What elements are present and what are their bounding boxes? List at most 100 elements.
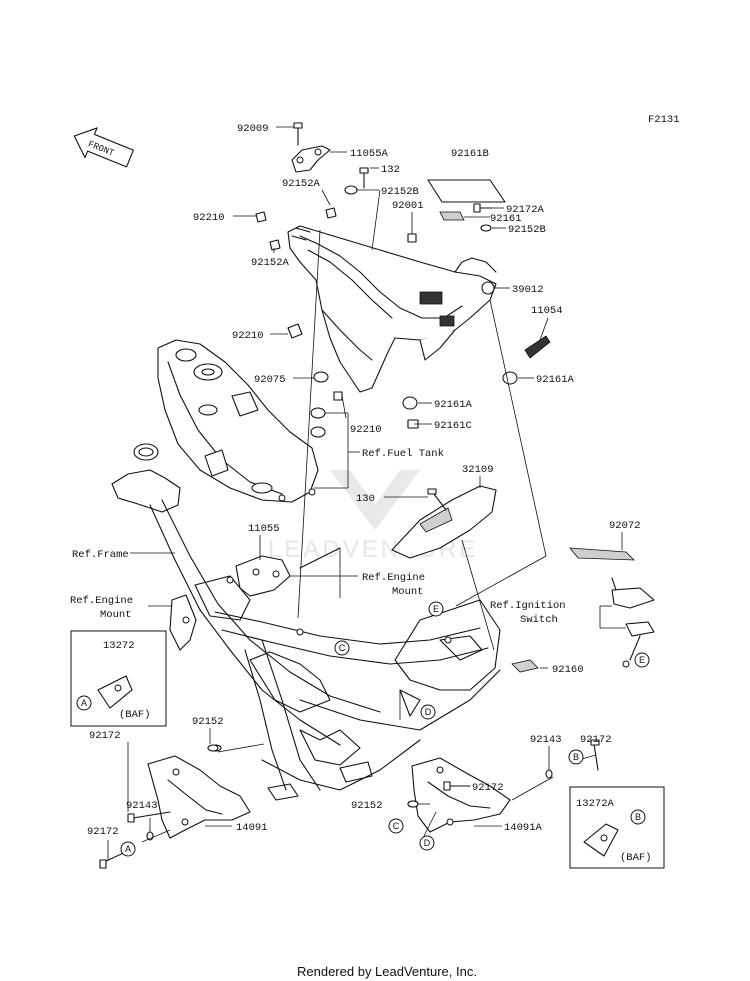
label-32109: 32109	[462, 464, 494, 476]
callout-a-bottom: A	[120, 841, 136, 857]
guard-14091	[99, 744, 251, 869]
label-14091a: 14091A	[504, 822, 543, 834]
ref-engine-mount-1-l2: Mount	[392, 586, 424, 598]
label-92210-top: 92210	[193, 212, 225, 224]
pad-92160	[511, 659, 539, 673]
damper-92210-low	[333, 391, 343, 401]
svg-text:E: E	[639, 655, 645, 665]
label-13272: 13272	[103, 640, 135, 652]
label-130: 130	[356, 493, 375, 505]
ref-ignition-l2: Switch	[520, 614, 558, 626]
cover-32109	[391, 485, 497, 559]
svg-text:A: A	[125, 844, 131, 854]
baf-right: (BAF)	[620, 852, 652, 864]
ref-ignition-l1: Ref.Ignition	[490, 600, 566, 612]
bolt-132	[344, 167, 369, 195]
label-14091: 14091	[236, 822, 268, 834]
ref-fuel-tank: Ref.Fuel Tank	[362, 448, 444, 460]
baf-left: (BAF)	[119, 709, 151, 721]
label-92143-left: 92143	[126, 800, 158, 812]
ref-engine-mount-2-l1: Ref.Engine	[70, 595, 133, 607]
label-92152b-top: 92152B	[381, 186, 419, 198]
frame	[111, 443, 501, 801]
svg-text:E: E	[433, 604, 439, 614]
label-92161c: 92161C	[434, 420, 472, 432]
label-92172-mid: 92172	[472, 782, 504, 794]
svg-text:C: C	[339, 643, 346, 653]
diagram-code: F2131	[648, 114, 680, 126]
ignition-switch-parts	[569, 547, 655, 668]
ref-engine-mount-1-l1: Ref.Engine	[362, 572, 425, 584]
label-92001: 92001	[392, 200, 424, 212]
bracket-11055a	[291, 122, 331, 173]
label-92172-left2: 92172	[87, 826, 119, 838]
label-39012: 39012	[512, 284, 544, 296]
callout-b-right: B	[568, 749, 584, 765]
ref-engine-mount-2-l2: Mount	[100, 609, 132, 621]
label-92152a-top: 92152A	[282, 178, 321, 190]
label-92161a-right: 92161A	[536, 374, 575, 386]
grommet-92152a	[325, 207, 337, 219]
ref-labels: Ref.Fuel Tank Ref.Frame Ref.Engine Mount…	[70, 448, 566, 626]
guard-14091a	[407, 739, 600, 833]
label-92172-right: 92172	[580, 734, 612, 746]
callout-b-box: B	[630, 809, 646, 825]
label-92152-left: 92152	[192, 716, 224, 728]
callout-d-frame: D	[420, 704, 436, 720]
washer-92152-right	[407, 800, 419, 808]
label-92075: 92075	[254, 374, 286, 386]
callout-e-ignition: E	[634, 652, 650, 668]
callout-a-left-box: A	[76, 695, 92, 711]
label-92161: 92161	[490, 213, 522, 225]
label-92172a: 92172A	[506, 204, 545, 216]
svg-text:C: C	[393, 821, 400, 831]
rubber-92075	[310, 371, 329, 438]
callout-c-bottom: C	[388, 818, 404, 834]
label-92152b-right: 92152B	[508, 224, 546, 236]
label-11055: 11055	[248, 523, 280, 535]
callout-c-frame: C	[334, 640, 350, 656]
label-92210-low: 92210	[350, 424, 382, 436]
label-92161a-mid: 92161A	[434, 399, 473, 411]
label-13272a: 13272A	[576, 798, 615, 810]
pad-92161b	[427, 179, 506, 203]
under-seat-tray	[287, 225, 497, 393]
label-92172-left1: 92172	[89, 730, 121, 742]
pad-92161	[439, 211, 465, 221]
label-92009: 92009	[237, 123, 269, 135]
damper-92161a-right	[502, 371, 518, 385]
svg-text:D: D	[425, 707, 432, 717]
label-11054: 11054	[531, 305, 563, 317]
bracket-11055	[235, 547, 341, 597]
baf-box-left: 13272 (BAF)	[70, 630, 167, 727]
label-92143-right: 92143	[530, 734, 562, 746]
label-11055a: 11055A	[350, 148, 389, 160]
label-92072: 92072	[609, 520, 641, 532]
ref-frame: Ref.Frame	[72, 549, 129, 561]
fuel-tank	[157, 339, 319, 503]
svg-text:B: B	[573, 752, 579, 762]
label-92161b: 92161B	[451, 148, 489, 160]
damper-92161a-mid	[402, 396, 418, 410]
part-labels: 92009 11055A 132 92161B 92152A 92152B 92…	[87, 123, 641, 838]
callouts: A A B B C C D D E E	[76, 601, 650, 857]
grommet-92210-mid	[287, 323, 303, 339]
nut-92001	[407, 233, 417, 243]
baf-box-right: 13272A (BAF)	[569, 786, 665, 869]
label-132: 132	[381, 164, 400, 176]
svg-text:B: B	[635, 812, 641, 822]
callout-e-frame: E	[428, 601, 444, 617]
svg-text:D: D	[424, 838, 431, 848]
label-92152-right: 92152	[351, 800, 383, 812]
bracket-11054	[524, 335, 551, 359]
svg-text:A: A	[81, 698, 87, 708]
footer-credit: Rendered by LeadVenture, Inc.	[297, 964, 477, 979]
grommet-92152a-left	[269, 239, 281, 251]
leader-lines	[107, 126, 626, 860]
label-92160: 92160	[552, 664, 584, 676]
grommet-92210-top	[255, 211, 267, 223]
front-arrow-icon: FRONT	[73, 127, 134, 168]
callout-d-bottom: D	[419, 835, 435, 851]
washer-92152-left	[207, 744, 219, 752]
